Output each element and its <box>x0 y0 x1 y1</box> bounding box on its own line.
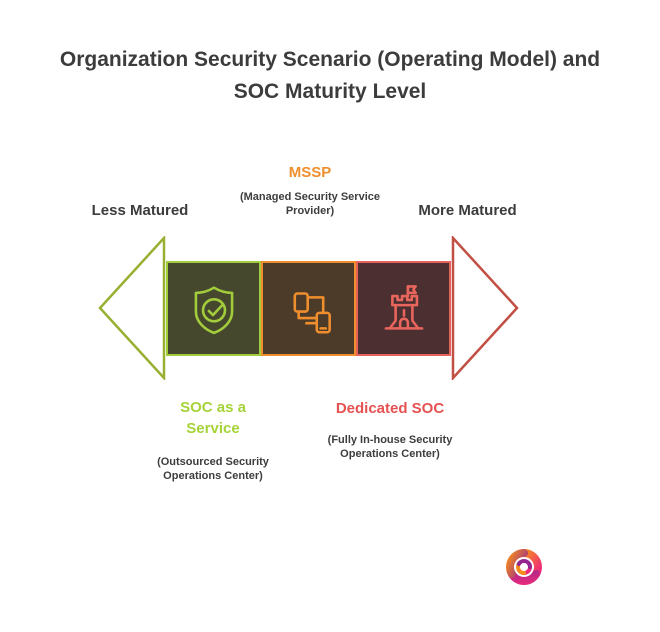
dedicated-soc-label: Dedicated SOC <box>335 400 445 417</box>
mssp-description: (Managed Security Service Provider) <box>210 190 410 218</box>
shield-check-icon <box>183 278 245 340</box>
dedicated-soc-square <box>356 261 451 356</box>
right-arrowhead-icon <box>451 236 519 380</box>
page-title: Organization Security Scenario (Operatin… <box>0 44 660 108</box>
soc-as-a-service-description-line-2: Operations Center) <box>163 470 263 482</box>
mssp-block: MSSP (Managed Security Service Provider) <box>210 162 410 218</box>
title-line-2: SOC Maturity Level <box>233 80 427 103</box>
soc-as-a-service-block: SOC as a Service (Outsourced Security Op… <box>138 397 288 483</box>
castle-icon <box>373 278 435 340</box>
soc-as-a-service-label: SOC as a Service <box>138 397 288 439</box>
mssp-label: MSSP <box>288 164 332 181</box>
soc-as-a-service-square <box>166 261 261 356</box>
mssp-description-line-1: (Managed Security Service <box>239 191 380 203</box>
less-matured-label: Less Matured <box>91 202 189 219</box>
soc-as-a-service-label-line-2: Service <box>186 420 240 437</box>
dedicated-soc-description-line-1: (Fully In-house Security <box>327 434 453 446</box>
dedicated-soc-block: Dedicated SOC (Fully In-house Security O… <box>305 398 475 461</box>
dedicated-soc-description-line-2: Operations Center) <box>340 448 440 460</box>
dedicated-soc-description: (Fully In-house Security Operations Cent… <box>305 433 475 461</box>
left-arrowhead-icon <box>98 236 166 380</box>
connected-devices-icon <box>278 278 340 340</box>
mssp-description-line-2: Provider) <box>285 205 335 217</box>
mssp-square <box>261 261 356 356</box>
soc-as-a-service-label-line-1: SOC as a <box>180 399 246 416</box>
title-line-1: Organization Security Scenario (Operatin… <box>59 48 601 71</box>
soc-as-a-service-description: (Outsourced Security Operations Center) <box>138 455 288 483</box>
soc-as-a-service-description-line-1: (Outsourced Security <box>157 456 269 468</box>
more-matured-label: More Matured <box>418 202 517 219</box>
brand-swirl-logo-icon <box>502 545 546 589</box>
